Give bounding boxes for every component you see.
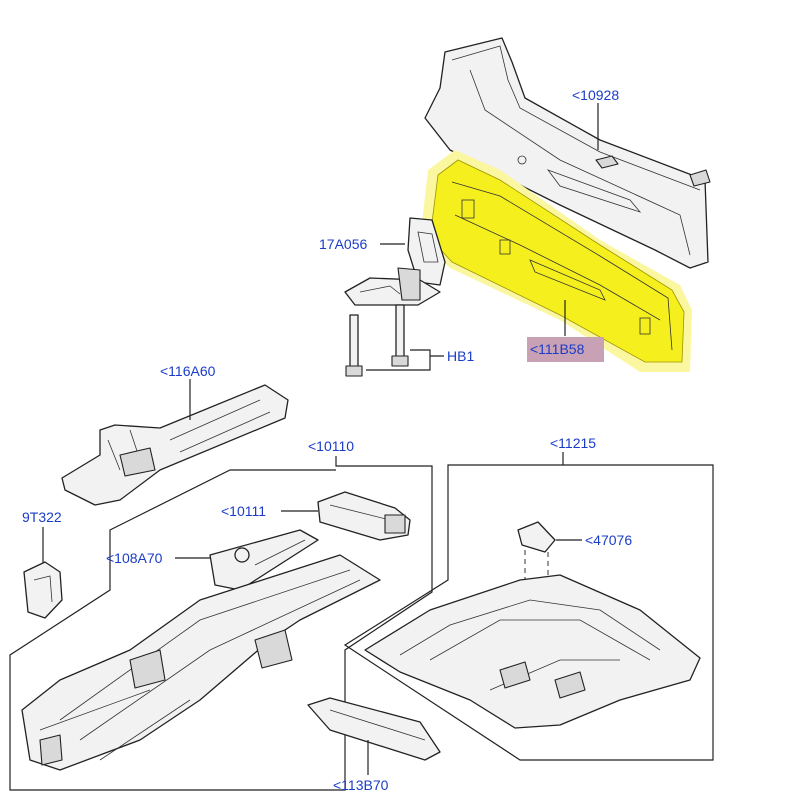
selected-label-bg bbox=[527, 337, 604, 362]
label-10928[interactable]: <10928 bbox=[572, 87, 619, 103]
part-10110-floor-rails[interactable] bbox=[21, 554, 381, 771]
part-108A70-bracket[interactable] bbox=[209, 529, 319, 591]
part-111B58-rear-panel-highlighted[interactable] bbox=[420, 150, 692, 372]
label-10111[interactable]: <10111 bbox=[221, 503, 266, 519]
label-47076[interactable]: <47076 bbox=[585, 532, 632, 548]
highlight-fill bbox=[429, 159, 685, 363]
part-113B70-heat-shield[interactable] bbox=[307, 697, 441, 775]
leader-lines bbox=[175, 103, 599, 559]
label-10110[interactable]: <10110 bbox=[308, 438, 354, 454]
part-116A60-sill[interactable] bbox=[61, 384, 289, 506]
group-outline-10110 bbox=[9, 456, 433, 791]
part-10111-bracket[interactable] bbox=[317, 491, 411, 541]
label-108A70[interactable]: <108A70 bbox=[106, 550, 163, 566]
part-10928-rear-panel-upper[interactable] bbox=[424, 37, 711, 269]
label-HB1[interactable]: HB1 bbox=[447, 348, 474, 364]
label-116A60[interactable]: <116A60 bbox=[160, 363, 216, 379]
label-111B58[interactable]: <111B58 bbox=[530, 341, 585, 357]
part-HB1-bolts[interactable] bbox=[345, 304, 444, 377]
label-17A056[interactable]: 17A056 bbox=[319, 236, 367, 252]
label-11215[interactable]: <11215 bbox=[550, 435, 596, 451]
label-113B70[interactable]: <113B70 bbox=[333, 777, 389, 793]
part-9T322-bracket[interactable] bbox=[23, 527, 63, 619]
label-9T322[interactable]: 9T322 bbox=[22, 509, 62, 525]
group-outline-11215 bbox=[343, 452, 714, 761]
part-17A056-bracket[interactable] bbox=[344, 217, 446, 306]
part-11215-rear-floor-pan[interactable] bbox=[364, 574, 701, 729]
